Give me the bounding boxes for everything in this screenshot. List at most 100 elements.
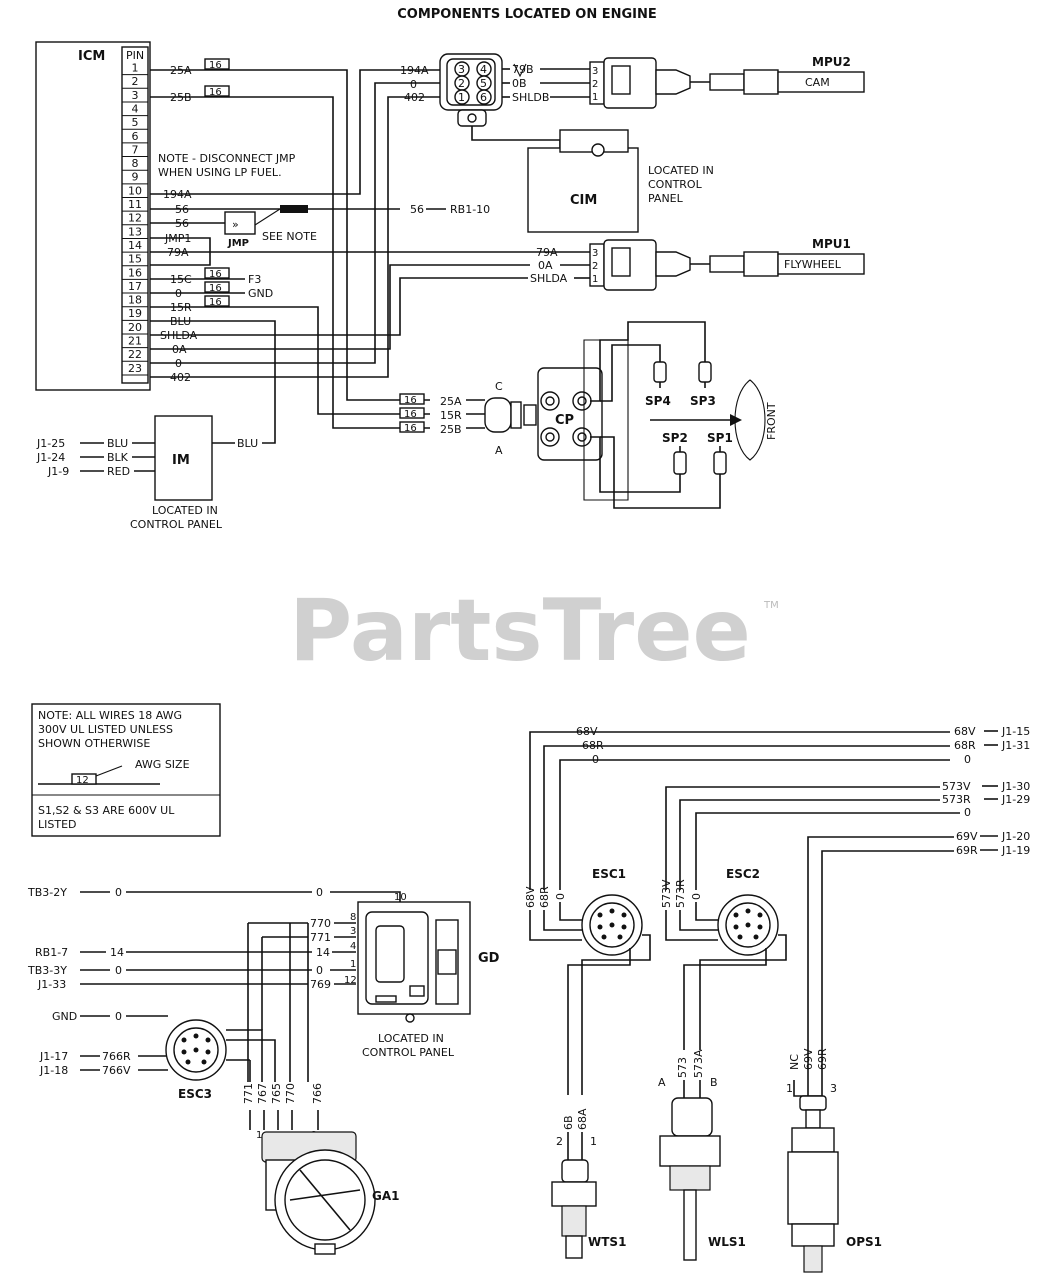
conn-left-194A: 194A: [400, 64, 429, 77]
note-awg-num: 12: [76, 775, 89, 786]
mpu1-text: FLYWHEEL: [784, 258, 842, 271]
ops1-sensor: NC 69V 69R 1 3 OPS1: [786, 1048, 882, 1273]
gd-w1: 0: [115, 964, 122, 977]
ops1-pin: 1: [786, 1082, 793, 1095]
wls1-pin: B: [710, 1076, 718, 1089]
icm-pin-number: 13: [128, 225, 142, 238]
awg-16: 16: [209, 87, 222, 98]
icm-pin-number: 1: [132, 62, 139, 75]
conn-right-0B: 0B: [512, 77, 527, 90]
cp-plug-sp2: SP2: [662, 431, 688, 445]
wire-25B: 25B: [170, 91, 192, 104]
icm-pin-number: 20: [128, 321, 142, 334]
im-input-j: J1-25: [36, 437, 65, 450]
gd-module: TB3-2Y 0 0 10 770 8 771 3 RB1-7 14 14 4 …: [27, 886, 500, 1059]
wts1-wire: 68A: [576, 1108, 589, 1130]
top-connector: 3 4 2 5 1 6 194A 0 402 79B 0B SHLDB: [400, 53, 590, 150]
mpu1-pin: 1: [592, 274, 598, 285]
conn-right-shldb: SHLDB: [512, 91, 549, 104]
mpu1-sensor: 79A 0A SHLDA 3 2 1 FLYWHEEL MPU1: [530, 237, 865, 291]
rh-left: 0: [592, 753, 599, 766]
watermark: PartsTree: [289, 581, 751, 681]
cp-coil-pack: 16 16 16 25A 15R 25B C A CP SP4 SP3 SP2 …: [399, 321, 778, 509]
esc2-connector: 573V 573R 0 ESC2: [660, 867, 787, 1050]
gd-pin: 12: [344, 975, 357, 986]
awg-16: 16: [209, 283, 222, 294]
icm-pin-number: 12: [128, 212, 142, 225]
gd-pin: 4: [350, 941, 356, 952]
cp-wire-15R: 15R: [440, 409, 462, 422]
wts1-wire: 6B: [562, 1115, 575, 1130]
icm-pin-number: 18: [128, 294, 142, 307]
label-gnd: GND: [248, 287, 273, 300]
wire-56: 56: [175, 203, 189, 216]
icm-pin-number: 21: [128, 335, 142, 348]
conn-left-402: 402: [404, 91, 425, 104]
mpu1-wire-shlda: SHLDA: [530, 272, 568, 285]
cim-loc3: PANEL: [648, 192, 684, 205]
jmp-arrow-icon: »: [232, 218, 239, 231]
im-module: IM J1-25 BLU J1-24 BLK J1-9 RED BLU LOCA…: [36, 415, 258, 531]
diagram-title: COMPONENTS LOCATED ON ENGINE: [397, 7, 657, 22]
wls1-wire: 573A: [692, 1049, 705, 1078]
rh-dest: J1-20: [1001, 830, 1030, 843]
esc3-src: GND: [52, 1010, 77, 1023]
gd-label: GD: [478, 951, 500, 966]
ops1-wire: NC: [788, 1054, 801, 1070]
rh-right: 573V: [942, 780, 971, 793]
esc1-wire: 68V: [524, 886, 537, 908]
esc2-label: ESC2: [726, 867, 760, 881]
cp-plug-sp3: SP3: [690, 394, 716, 408]
mpu2-text: CAM: [805, 76, 830, 89]
gd-pin: 3: [350, 926, 356, 937]
gd-w2: 0: [316, 886, 323, 899]
gd-src: TB3-3Y: [27, 964, 67, 977]
conn-left-0: 0: [410, 78, 417, 91]
icm-pin-number: 10: [128, 184, 142, 197]
rh-right: 0: [964, 753, 971, 766]
mpu2-label: MPU2: [812, 55, 851, 69]
rh-right: 0: [964, 806, 971, 819]
ops1-pin: 3: [830, 1082, 837, 1095]
icm-pin-number: 22: [128, 348, 142, 361]
icm-wiring: 25A 16 25B 16 194A 56 56 RB1-10 56 » JMP…: [150, 58, 590, 444]
ga1-wire: 766: [311, 1083, 324, 1104]
esc3-connector: GND 0 J1-17 766R J1-18 766V ESC3: [39, 1010, 276, 1101]
jmp-dest: RB1-10: [450, 203, 490, 216]
gd-w2: 14: [316, 946, 330, 959]
cp-conn-a: A: [495, 444, 503, 457]
wire-79A: 79A: [167, 246, 189, 259]
wire-15R: 15R: [170, 301, 192, 314]
mpu2-pin: 3: [592, 66, 598, 77]
icm-pin-number: 15: [128, 253, 142, 266]
im-input-w: RED: [107, 465, 130, 478]
rh-right: 68V: [954, 725, 976, 738]
icm-label: ICM: [78, 49, 105, 64]
ga1-actuator: 771 767 765 770 766 1 6 GA1: [242, 923, 400, 1255]
esc1-label: ESC1: [592, 867, 626, 881]
jmp-see-note: SEE NOTE: [262, 230, 317, 243]
right-harness: 68V 68R 0 68V J1-15 68R J1-31 0 573V J1-…: [529, 725, 1030, 1080]
ga1-wire: 765: [270, 1083, 283, 1104]
mpu1-wire-79A: 79A: [536, 246, 558, 259]
conn-right-79B: 79B: [512, 63, 534, 76]
ga1-pin: 1: [256, 1130, 262, 1141]
jmp-wire: 56: [410, 203, 424, 216]
awg-16: 16: [404, 409, 417, 420]
gd-src: TB3-2Y: [27, 886, 67, 899]
front-label: FRONT: [765, 402, 778, 440]
ops1-wire: 69R: [816, 1048, 829, 1070]
wire-note-box: NOTE: ALL WIRES 18 AWG 300V UL LISTED UN…: [31, 703, 221, 837]
icm-pin-number: 11: [128, 198, 142, 211]
im-out: BLU: [237, 437, 258, 450]
icm-pin-number: 14: [128, 239, 142, 252]
esc3-src: J1-17: [39, 1050, 68, 1063]
icm-module: ICM PIN NOTE - DISCONNECT JMP WHEN USING…: [35, 41, 296, 391]
ga1-wire: 771: [242, 1083, 255, 1104]
esc3-label: ESC3: [178, 1087, 212, 1101]
wire-25A: 25A: [170, 64, 192, 77]
wire-0a: 0A: [172, 343, 187, 356]
cim-loc2: CONTROL: [648, 178, 703, 191]
